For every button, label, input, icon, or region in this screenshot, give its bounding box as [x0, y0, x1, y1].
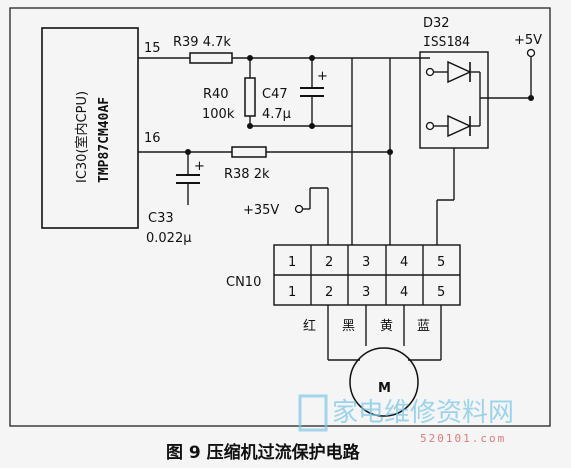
d32-name: D32	[423, 16, 450, 31]
r40-value: 100k	[202, 107, 235, 122]
r38-label: R38 2k	[224, 167, 270, 182]
c47-name: C47	[262, 87, 288, 102]
wire-color-blue: 蓝	[417, 319, 430, 334]
diagram-frame	[9, 7, 551, 427]
cn10-pin-1-top: 1	[288, 255, 296, 270]
r40-name: R40	[203, 87, 229, 102]
cn10-pin-4-bottom: 4	[400, 285, 408, 300]
cn10-label: CN10	[226, 275, 261, 290]
c47-value: 4.7μ	[262, 107, 291, 122]
cn10-pin-2-top: 2	[325, 255, 333, 270]
motor-symbol	[349, 347, 419, 417]
ic30-box	[41, 27, 139, 229]
diode-upper	[447, 60, 472, 84]
c33-value: 0.022μ	[146, 231, 192, 246]
c47-polarity: +	[317, 69, 328, 84]
pin-15-label: 15	[144, 41, 161, 56]
cn10-pin-1-bottom: 1	[288, 285, 296, 300]
r39-label: R39 4.7k	[173, 35, 231, 50]
wire-color-red: 红	[303, 318, 316, 334]
cn10-pin-2-bottom: 2	[325, 285, 333, 300]
watermark-url: 520101.com	[420, 432, 506, 445]
d32-part: ISS184	[423, 35, 470, 50]
watermark-text: 家电维修资料网	[332, 398, 514, 428]
plus5v-label: +5V	[514, 33, 542, 48]
cn10-pin-5-bottom: 5	[437, 285, 445, 300]
cn10-pin-3-bottom: 3	[362, 285, 370, 300]
junction-r40-top	[247, 55, 253, 61]
r39-resistor	[189, 52, 233, 64]
cn10-pin-3-top: 3	[362, 255, 370, 270]
junction-c47-top	[309, 55, 315, 61]
pin15-net	[138, 52, 430, 245]
pin-16-label: 16	[144, 131, 161, 146]
wire-color-black: 黑	[342, 319, 355, 334]
motor-label: M	[378, 381, 391, 396]
wire-color-yellow: 黄	[380, 319, 393, 334]
watermark-logo-icon	[298, 394, 328, 432]
ic30-label: IC30(室内CPU)	[74, 91, 90, 183]
diode-lower	[447, 114, 472, 138]
cn10-connector: 1 2 3 4 5 1 2 3 4 5	[273, 244, 461, 306]
watermark: 家电维修资料网 520101.com	[298, 394, 514, 445]
plus35v-label: +35V	[243, 203, 279, 218]
c33-polarity: +	[194, 159, 205, 174]
r38-resistor	[231, 146, 267, 158]
c33-name: C33	[148, 211, 174, 226]
cn10-pin-4-top: 4	[400, 255, 408, 270]
figure-caption: 图 9 压缩机过流保护电路	[166, 442, 361, 463]
cn10-pin-5-top: 5	[437, 255, 445, 270]
ic30-part-number: TMP87CM40AF	[97, 97, 112, 183]
r40-resistor	[244, 77, 256, 117]
